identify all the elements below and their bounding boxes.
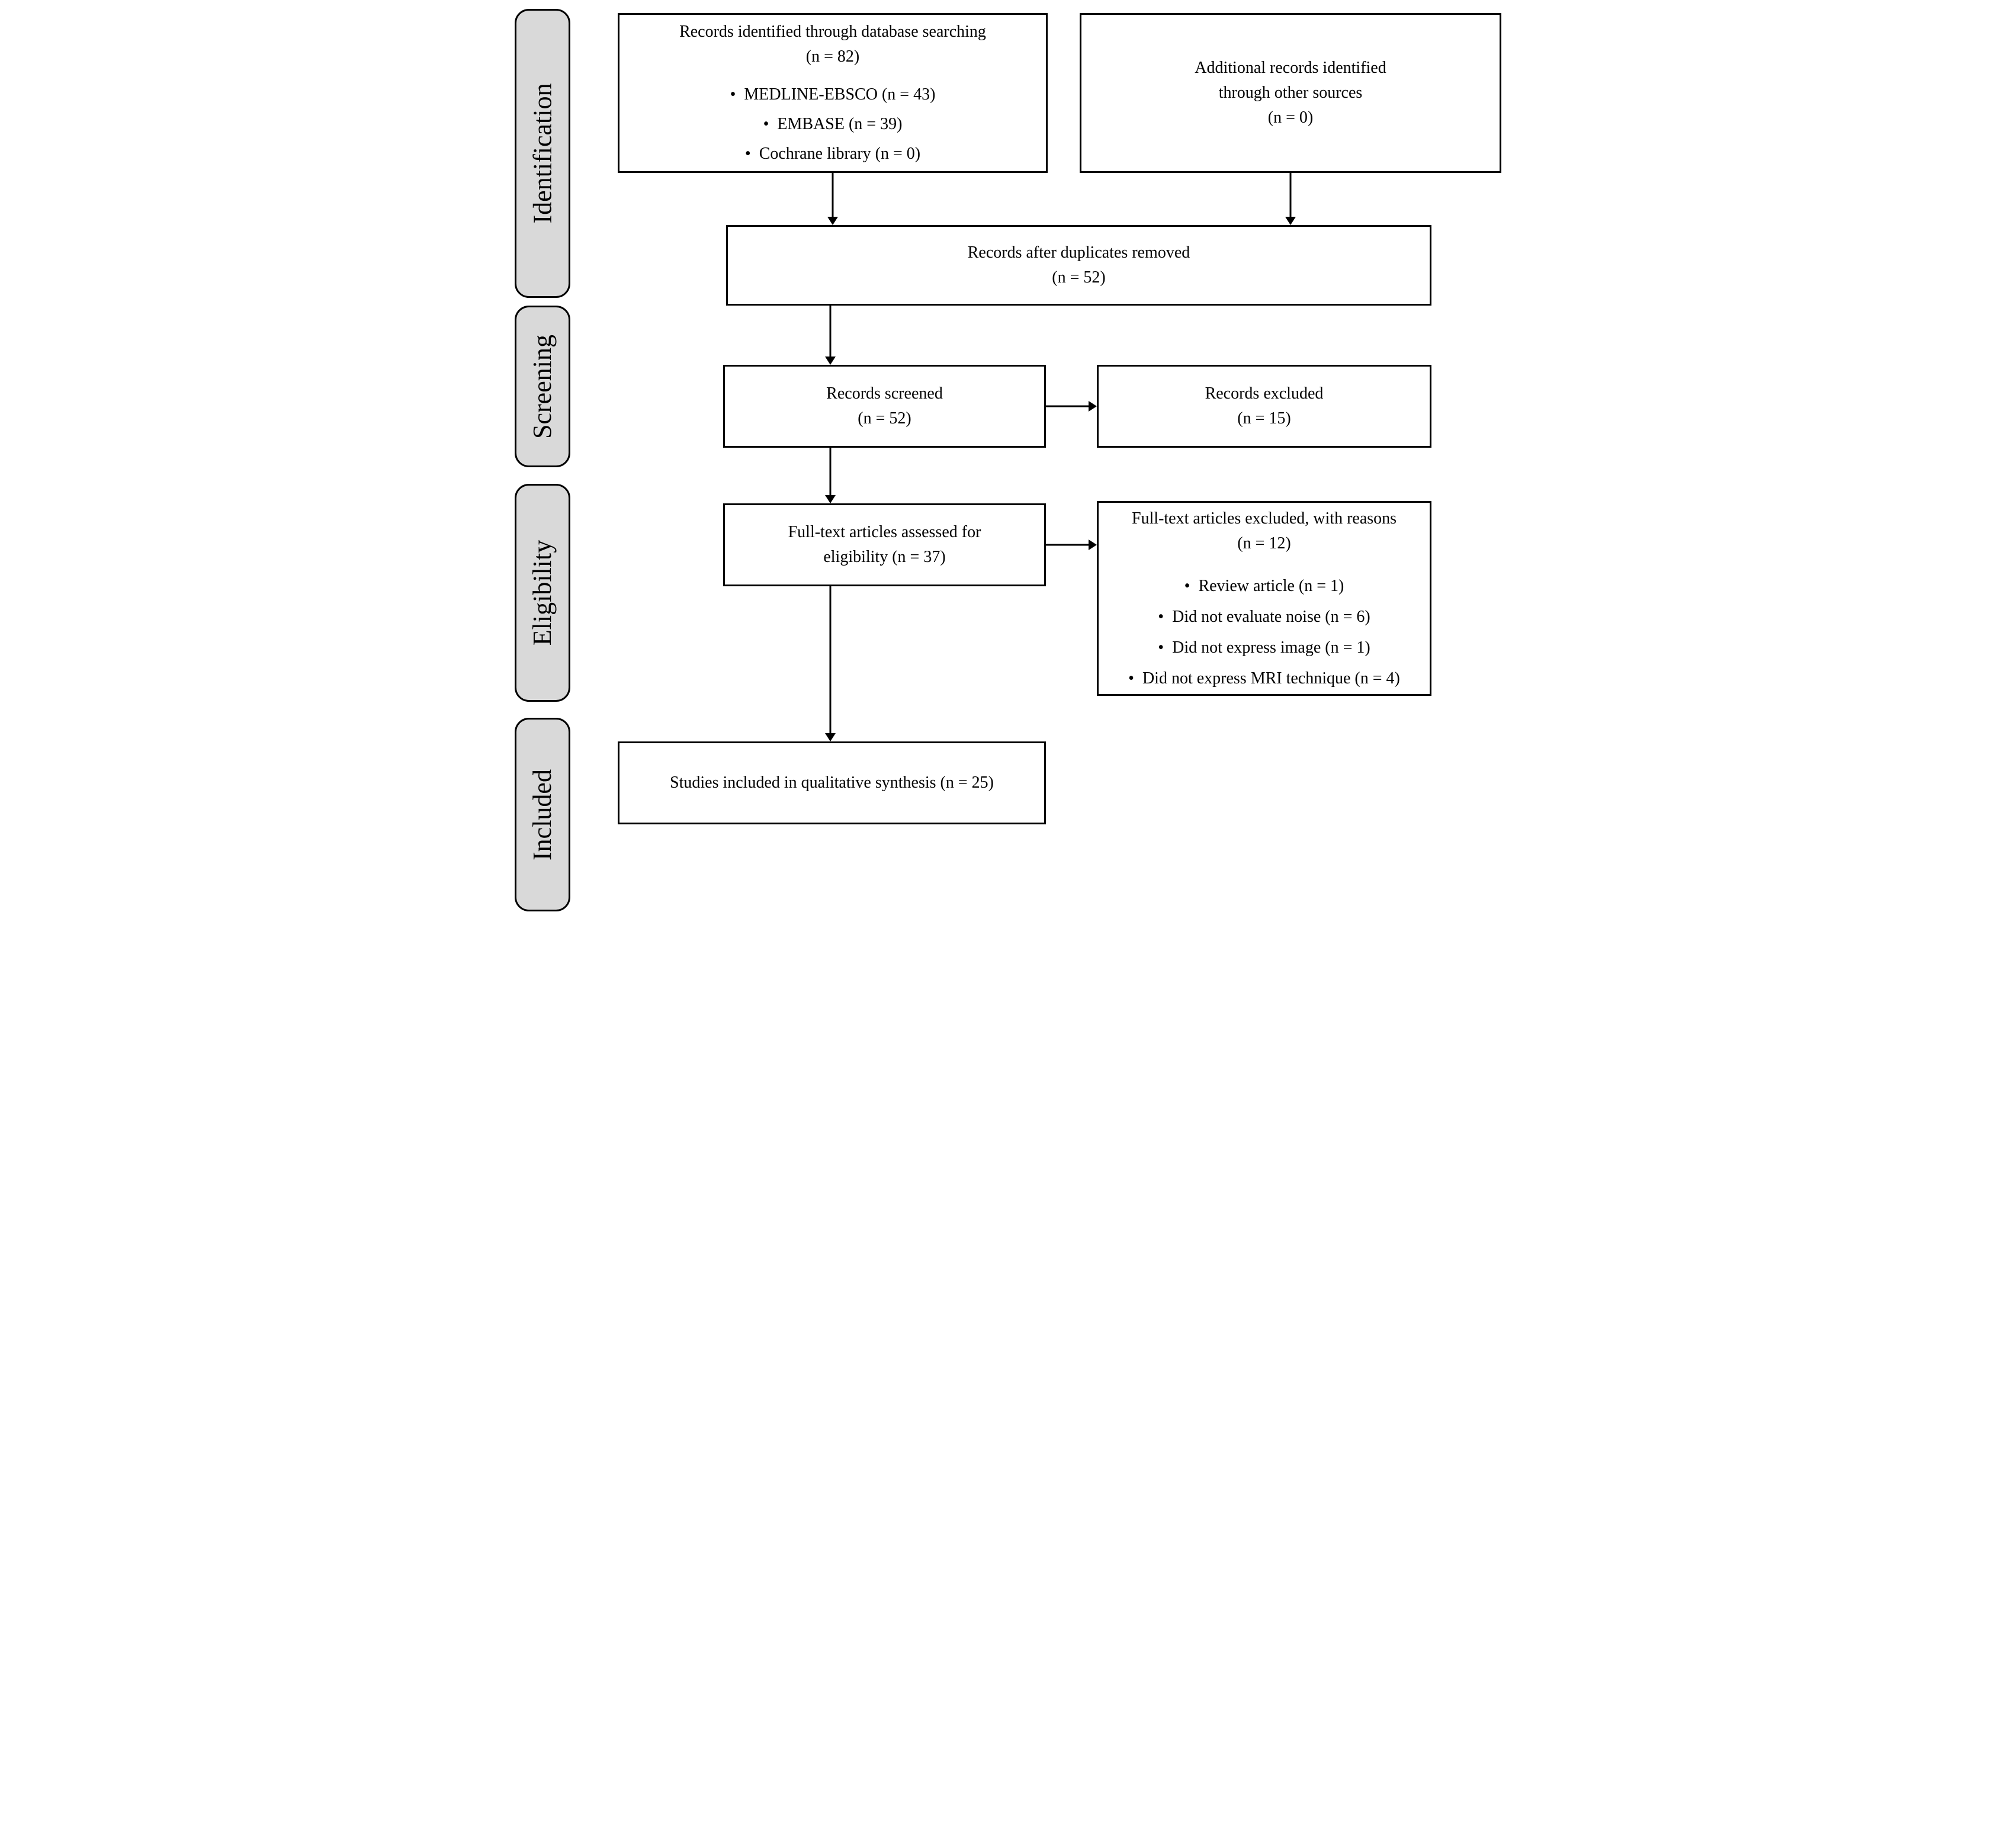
box-records-excluded: Records excluded (n = 15) xyxy=(1097,365,1431,448)
records-identified-title: Records identified through database sear… xyxy=(679,23,986,41)
stage-box-included: Included xyxy=(515,718,570,911)
arrow-duplicates-to-screened xyxy=(825,306,836,365)
arrow-identified-to-duplicates xyxy=(827,173,838,225)
bullet-no-image: Did not express image (n = 1) xyxy=(1128,635,1400,660)
box-fulltext-assessed: Full-text articles assessed for eligibil… xyxy=(723,503,1046,586)
fulltext-excluded-title: Full-text articles excluded, with reason… xyxy=(1131,509,1397,553)
stage-label-screening: Screening xyxy=(528,334,557,439)
box-records-identified: Records identified through database sear… xyxy=(618,13,1048,173)
bullet-embase: EMBASE (n = 39) xyxy=(730,112,936,137)
records-identified-count: (n = 82) xyxy=(805,47,860,66)
arrow-additional-to-duplicates xyxy=(1285,173,1296,225)
bullet-review-article: Review article (n = 1) xyxy=(1128,574,1400,599)
records-screened-title: Records screened xyxy=(826,384,943,403)
bullet-cochrane: Cochrane library (n = 0) xyxy=(730,142,936,166)
duplicates-removed-title: Records after duplicates removed xyxy=(967,243,1190,262)
box-additional-records: Additional records identified through ot… xyxy=(1080,13,1501,173)
records-screened-count: (n = 52) xyxy=(858,409,911,428)
box-duplicates-removed: Records after duplicates removed (n = 52… xyxy=(726,225,1431,306)
bullet-medline: MEDLINE-EBSCO (n = 43) xyxy=(730,82,935,107)
stage-box-eligibility: Eligibility xyxy=(515,484,570,702)
stage-label-identification: Identification xyxy=(528,83,557,224)
arrow-screened-to-excluded xyxy=(1046,401,1097,412)
additional-records-count: (n = 0) xyxy=(1267,108,1314,127)
stage-label-eligibility: Eligibility xyxy=(528,540,557,646)
bullet-no-noise-eval: Did not evaluate noise (n = 6) xyxy=(1128,605,1400,630)
box-fulltext-excluded: Full-text articles excluded, with reason… xyxy=(1097,501,1431,696)
studies-included-title: Studies included in qualitative synthesi… xyxy=(670,773,994,792)
additional-records-title: Additional records identified through ot… xyxy=(1195,59,1386,102)
stage-box-screening: Screening xyxy=(515,306,570,467)
bullet-no-mri-technique: Did not express MRI technique (n = 4) xyxy=(1128,666,1400,691)
duplicates-removed-count: (n = 52) xyxy=(1052,268,1106,287)
records-excluded-title: Records excluded xyxy=(1205,384,1324,403)
arrow-screened-to-assessed xyxy=(825,448,836,503)
box-records-screened: Records screened (n = 52) xyxy=(723,365,1046,448)
prisma-flow-diagram: Identification Screening Eligibility Inc… xyxy=(504,0,1512,912)
stage-box-identification: Identification xyxy=(515,9,570,298)
records-excluded-count: (n = 15) xyxy=(1237,409,1291,428)
arrow-assessed-to-included xyxy=(825,586,836,741)
records-identified-bullet-list: MEDLINE-EBSCO (n = 43) EMBASE (n = 39) C… xyxy=(730,82,936,166)
stage-label-included: Included xyxy=(528,769,557,860)
fulltext-assessed-title: Full-text articles assessed for eligibil… xyxy=(788,523,981,566)
fulltext-excluded-bullet-list: Review article (n = 1) Did not evaluate … xyxy=(1128,574,1400,691)
arrow-assessed-to-fulltext-excluded xyxy=(1046,540,1097,550)
box-studies-included: Studies included in qualitative synthesi… xyxy=(618,741,1046,824)
